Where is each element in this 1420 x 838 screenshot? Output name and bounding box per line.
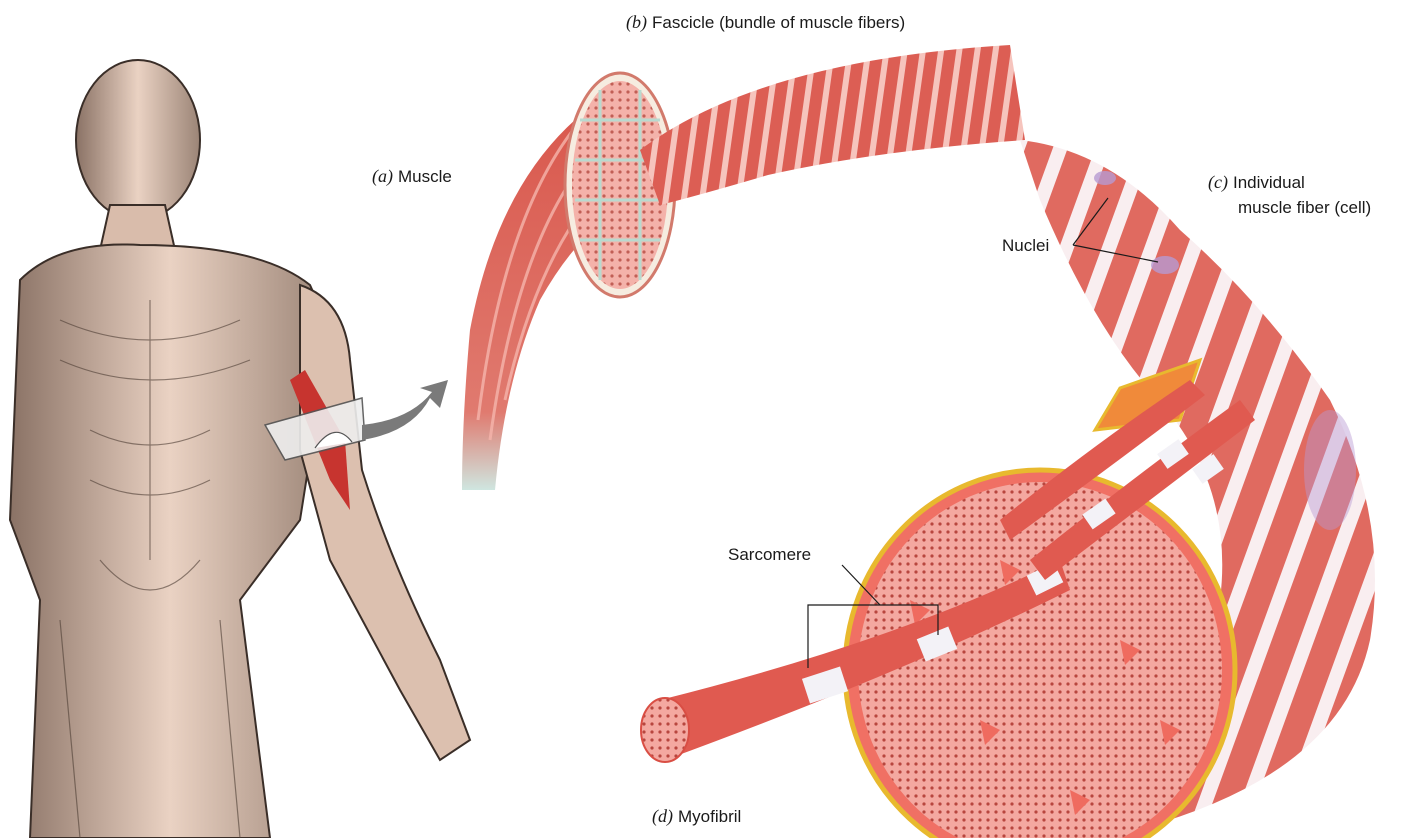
label-fiber: (c)Individual [1208, 172, 1305, 193]
muscle-drawing [462, 73, 675, 490]
zoom-arrow [362, 380, 448, 440]
label-muscle: (a)Muscle [372, 166, 452, 187]
label-myofibril: (d)Myofibril [652, 806, 741, 827]
label-fascicle: (b)Fascicle (bundle of muscle fibers) [626, 12, 905, 33]
label-fiber-line2: muscle fiber (cell) [1238, 198, 1371, 218]
label-sarcomere: Sarcomere [728, 545, 811, 565]
label-nuclei: Nuclei [1002, 236, 1049, 256]
fascicle-drawing [640, 45, 1025, 205]
